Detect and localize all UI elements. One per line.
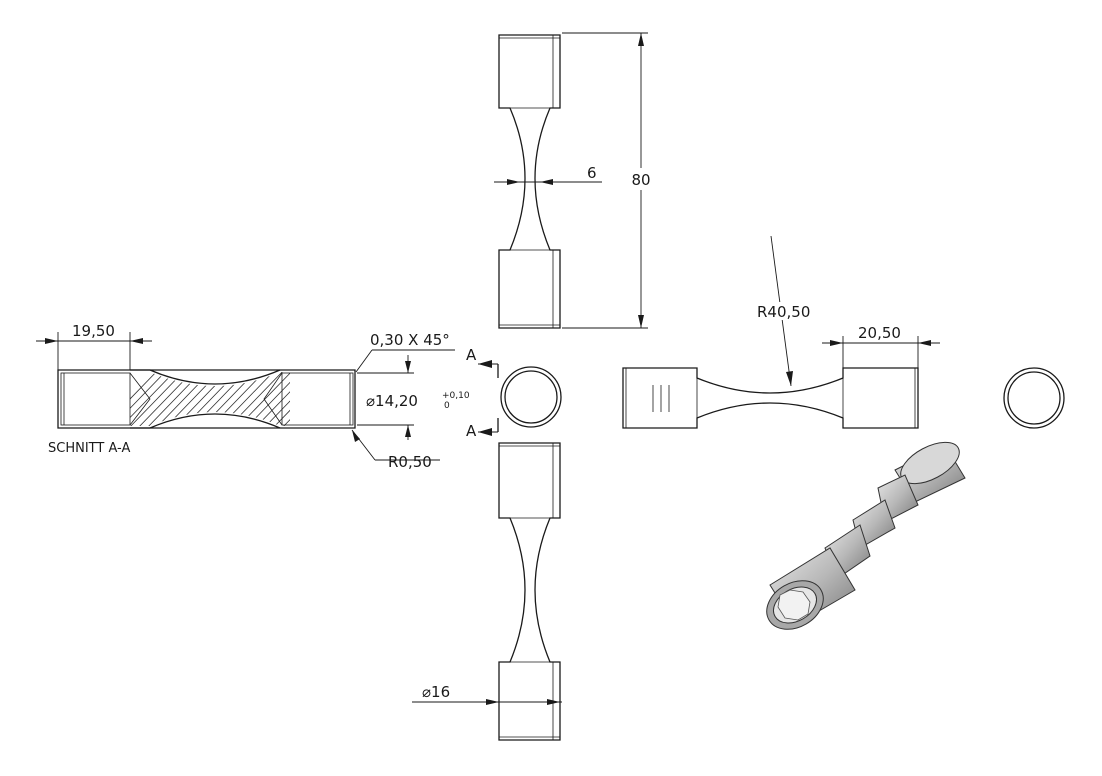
bore-diameter-dimension: ⌀14,20 +0,10 0 bbox=[357, 355, 470, 440]
hatch-line bbox=[144, 372, 206, 426]
hatch-line bbox=[189, 372, 251, 426]
bore-tol-lower: 0 bbox=[444, 401, 450, 411]
outer-diameter-label: ⌀16 bbox=[422, 683, 450, 701]
height-dim-label: 80 bbox=[631, 171, 650, 189]
hatch-line bbox=[130, 372, 170, 426]
left-grip-dimension: 19,50 bbox=[36, 322, 152, 370]
neck-width-dimension: 6 bbox=[494, 164, 602, 185]
bottom-view bbox=[498, 442, 561, 741]
section-marker-top-label: A bbox=[466, 346, 477, 364]
hatch-line bbox=[130, 372, 161, 426]
neck-radius-label: R40,50 bbox=[757, 303, 810, 321]
right-end-view bbox=[1003, 367, 1065, 429]
hatch-line bbox=[171, 372, 233, 426]
outer-diameter-dimension: ⌀16 bbox=[412, 683, 562, 705]
hatch-line bbox=[135, 372, 197, 426]
neck-radius-callout: R40,50 bbox=[755, 235, 810, 387]
section-marker-bottom: A bbox=[466, 418, 499, 440]
hatch-line bbox=[270, 372, 290, 426]
section-title: SCHNITT A-A bbox=[48, 441, 130, 456]
right-grip-dimension: 20,50 bbox=[822, 324, 940, 368]
chamfer-label: 0,30 X 45° bbox=[370, 331, 450, 349]
neck-width-label: 6 bbox=[587, 164, 597, 182]
section-marker-top: A bbox=[466, 346, 499, 378]
hatch-line bbox=[307, 368, 367, 430]
top-view bbox=[498, 34, 561, 329]
hatch-line bbox=[261, 372, 290, 426]
isometric-view bbox=[766, 441, 966, 630]
hatch-line bbox=[279, 372, 290, 426]
side-view bbox=[622, 367, 919, 429]
hatch-line bbox=[298, 368, 358, 430]
hatch-line bbox=[180, 372, 242, 426]
right-grip-label: 20,50 bbox=[858, 324, 901, 342]
fillet-callout: R0,50 bbox=[351, 429, 440, 471]
bore-diameter-label: ⌀14,20 bbox=[366, 392, 418, 410]
hatch-line bbox=[216, 372, 278, 426]
hatch-line bbox=[130, 372, 188, 426]
section-view: SCHNITT A-A bbox=[48, 368, 367, 456]
hatch-line bbox=[153, 372, 215, 426]
center-end-view bbox=[500, 366, 562, 428]
hatch-line bbox=[234, 372, 290, 426]
hatch-line bbox=[243, 372, 290, 426]
hatch-line bbox=[225, 372, 287, 426]
left-grip-label: 19,50 bbox=[72, 322, 115, 340]
fillet-label: R0,50 bbox=[388, 453, 432, 471]
chamfer-callout: 0,30 X 45° bbox=[355, 331, 455, 373]
bore-tol-upper: +0,10 bbox=[442, 391, 470, 401]
section-marker-bottom-label: A bbox=[466, 422, 477, 440]
hatch-line bbox=[198, 372, 260, 426]
height-dimension: 80 bbox=[562, 32, 655, 329]
hatch-line bbox=[288, 372, 290, 426]
